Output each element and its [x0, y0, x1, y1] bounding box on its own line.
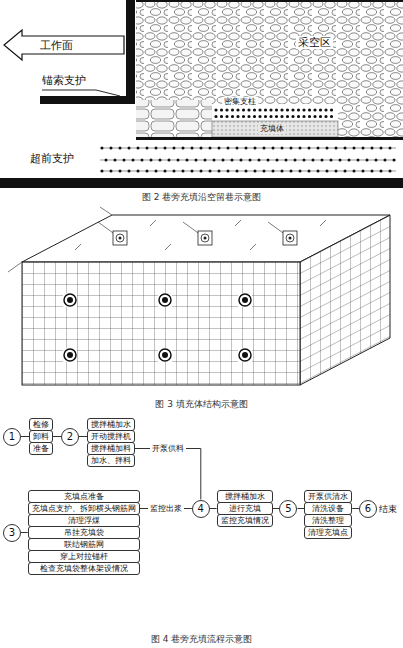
step-box: 监控充填情况	[217, 514, 273, 527]
step-text: 清理充填点	[308, 528, 348, 537]
step-text: 检修	[33, 420, 49, 429]
connector	[79, 436, 87, 437]
edge-label: 开泵供料	[150, 444, 186, 454]
step-text: 穿上对拉锚杆	[60, 552, 108, 561]
floor-band	[0, 178, 403, 188]
step-text: 充填点准备	[64, 492, 104, 501]
step-text: 卸料	[33, 432, 49, 441]
step-text: 充填点支护、拆卸横头钢筋网	[32, 504, 136, 513]
advance-support	[100, 148, 396, 171]
face-arrow	[4, 30, 124, 60]
side-face-grid	[300, 215, 390, 385]
step-box: 加水、拌料	[87, 454, 135, 467]
connector	[53, 436, 61, 437]
dense-props	[216, 115, 334, 118]
step-text: 准备	[33, 444, 49, 453]
step-text: 清洗设备	[312, 504, 344, 513]
front-face-grid	[22, 262, 300, 385]
end-text: 结束	[379, 501, 397, 517]
connector	[273, 508, 280, 509]
step-text: 搅拌桶加水	[91, 420, 131, 429]
figure-caption: 图 3 填充体结构示意图	[0, 399, 403, 410]
packing-bags	[136, 100, 212, 138]
connector	[21, 436, 29, 437]
step-circle: 4	[192, 500, 210, 518]
step-circle: 5	[279, 500, 297, 518]
step-text: 监控充填情况	[221, 516, 269, 525]
step-box: 准备	[29, 442, 53, 455]
figure-caption: 图 4 巷旁充填流程示意图	[0, 634, 403, 645]
goaf-rubble	[136, 0, 403, 138]
coal-wall	[126, 0, 135, 104]
connector	[210, 508, 217, 509]
tie-rods	[8, 207, 326, 272]
step-text: 开泵供清水	[308, 492, 348, 501]
leader-line	[42, 90, 120, 96]
step-number: 3	[9, 527, 15, 538]
coal-wall	[40, 96, 135, 104]
step-text: 清理浮煤	[68, 516, 100, 525]
edge-label: 监控出浆	[148, 504, 184, 514]
region-label: 采空区	[296, 36, 333, 49]
support-label: 锚索支护	[42, 74, 86, 87]
fill-structure-figure	[8, 207, 390, 385]
step-box: 清理充填点	[304, 526, 352, 539]
dense-props	[216, 108, 334, 111]
roadway-figure	[0, 0, 403, 188]
step-text: 进行充填	[229, 504, 261, 513]
step-box: 检查充填袋整体架设情况	[28, 562, 140, 575]
goaf-edge	[136, 0, 403, 2]
step-text: 搅拌桶加料	[91, 444, 131, 453]
fill-body	[212, 121, 338, 137]
step-circle: 6结束	[359, 500, 377, 518]
step-number: 6	[365, 503, 371, 514]
step-number: 2	[67, 431, 73, 442]
figure-caption: 图 2 巷旁充填沿空留巷示意图	[0, 192, 403, 203]
support-label: 超前支护	[30, 152, 74, 165]
step-text: 加水、拌料	[91, 456, 131, 465]
step-circle: 1	[3, 428, 21, 446]
arrow-label: 工作面	[40, 39, 73, 52]
connector	[135, 449, 201, 500]
roadway-rib	[136, 137, 403, 140]
step-text: 开动搅拌机	[91, 432, 131, 441]
step-text: 搅拌桶加水	[225, 492, 265, 501]
fill-label: 充填体	[258, 124, 286, 134]
prop-band	[212, 104, 338, 121]
connector	[297, 508, 304, 509]
step-number: 5	[285, 503, 291, 514]
step-circle: 3	[3, 524, 21, 542]
top-anchor-plates	[113, 231, 297, 245]
step-text: 联结钢筋网	[64, 540, 104, 549]
step-circle: 2	[61, 428, 79, 446]
step-text: 检查充填袋整体架设情况	[40, 564, 128, 573]
step-text: 清洗整理	[312, 516, 344, 525]
front-anchor-plates	[63, 293, 252, 362]
step-text: 吊挂充填袋	[64, 528, 104, 537]
connector	[21, 532, 28, 533]
connector	[352, 508, 359, 509]
step-number: 4	[198, 503, 204, 514]
prop-label: 密集支柱	[222, 97, 258, 107]
step-number: 1	[9, 431, 15, 442]
